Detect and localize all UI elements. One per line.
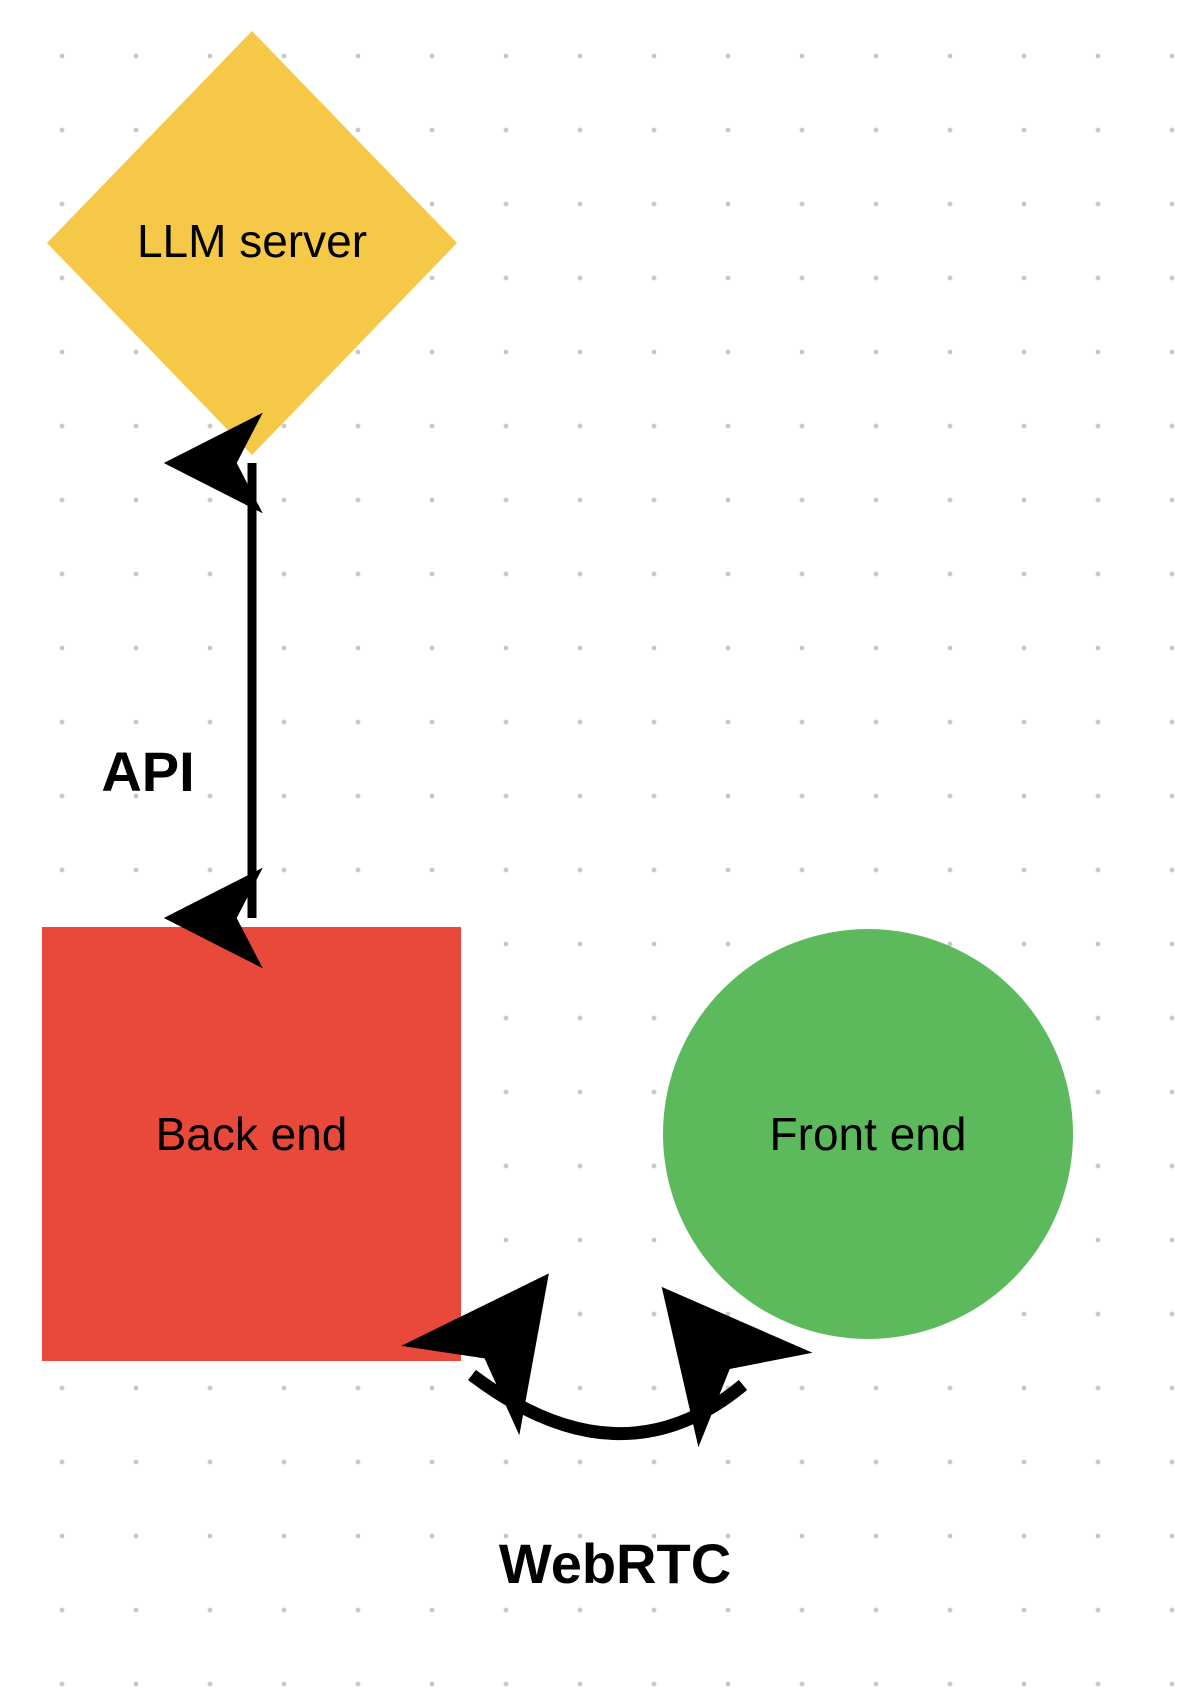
node-front-end-shape[interactable] (663, 929, 1073, 1339)
node-llm-server-shape[interactable] (47, 31, 457, 455)
edge-webrtc-curve[interactable] (401, 1273, 813, 1448)
node-back-end-shape[interactable] (42, 927, 461, 1361)
